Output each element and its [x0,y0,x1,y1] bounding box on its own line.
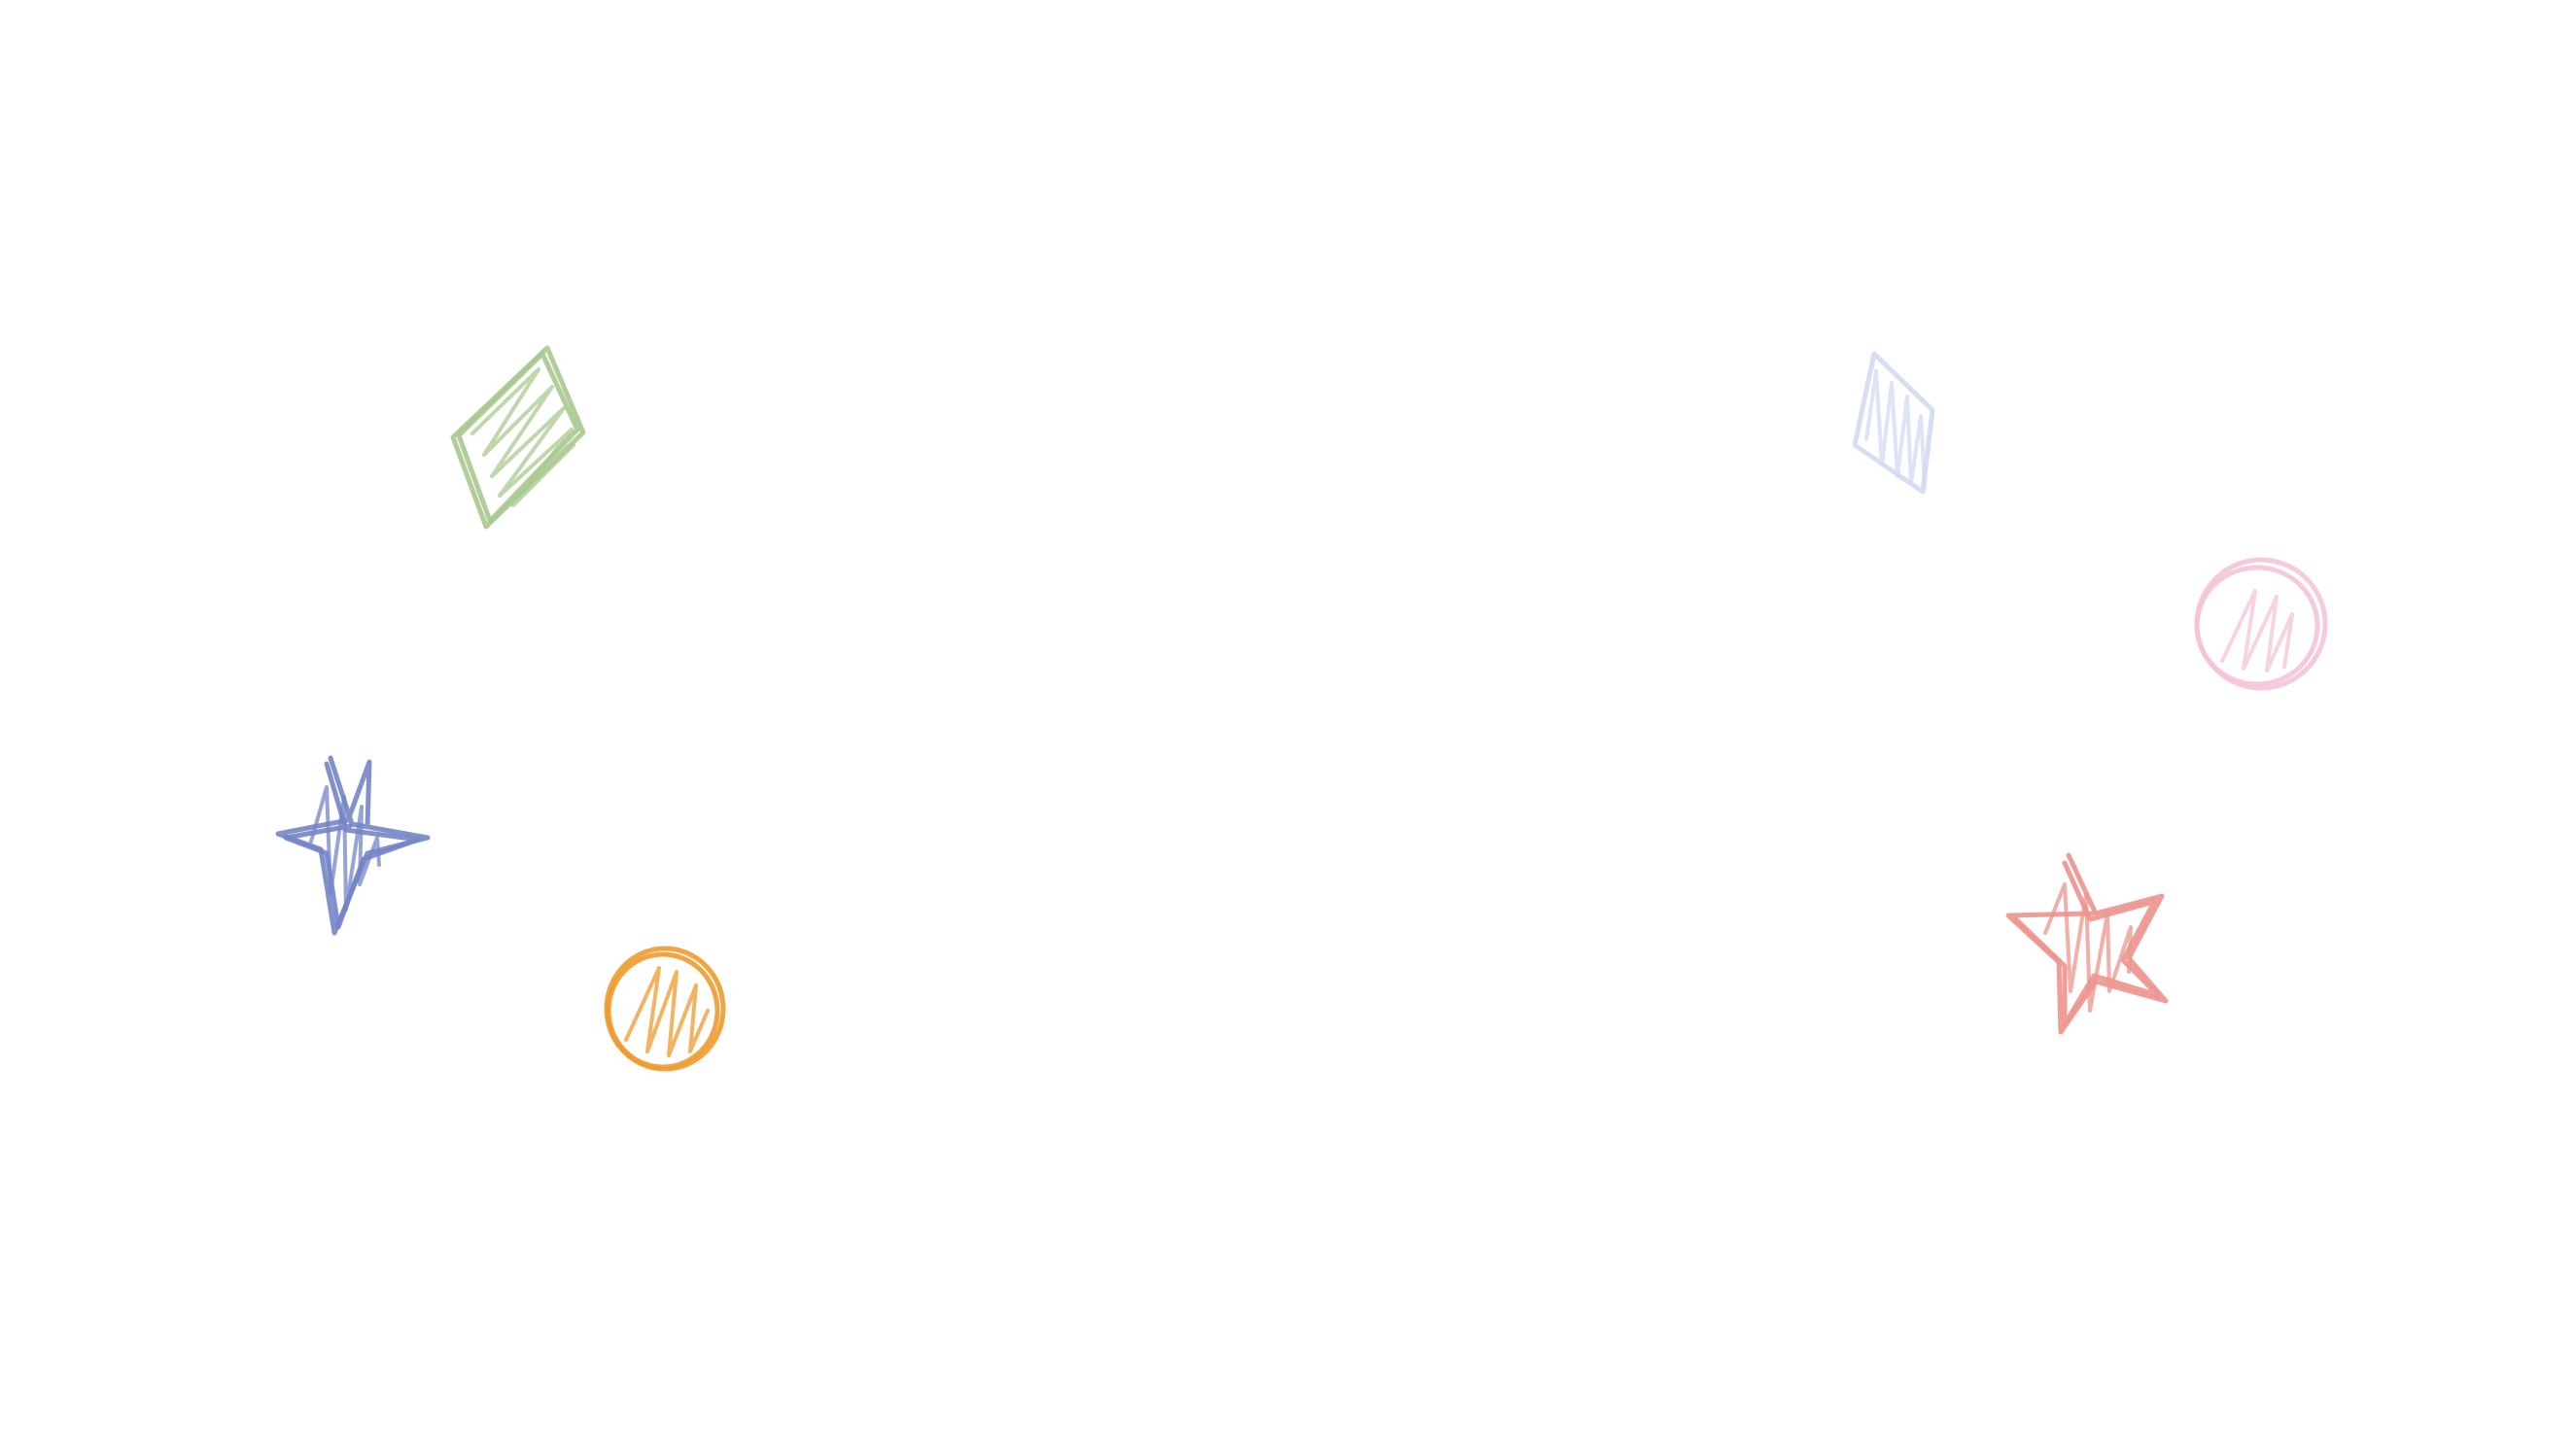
blue-star-doodle [275,755,431,936]
pink-circle-doodle [2194,557,2328,691]
orange-circle-doodle [604,946,726,1072]
lavender-diamond-doodle [1852,351,1935,495]
red-star-doodle [2005,852,2169,1035]
green-diamond-doodle [450,345,586,530]
